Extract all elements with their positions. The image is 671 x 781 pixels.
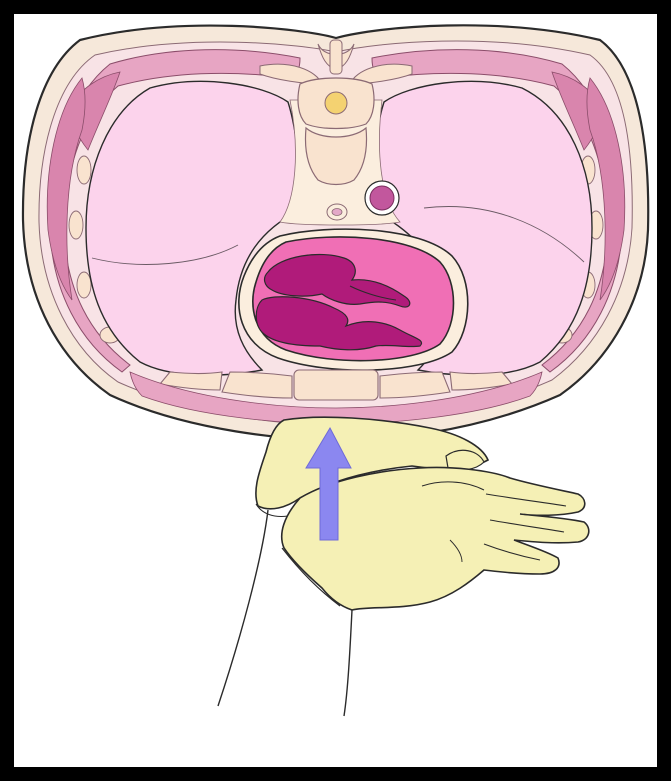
glove-hand — [218, 417, 589, 716]
aorta — [365, 181, 399, 215]
spinal-canal — [325, 92, 347, 114]
chest-cross-section — [23, 25, 648, 440]
esophagus — [327, 204, 347, 220]
forearm-line-left — [218, 510, 268, 706]
forearm-line-right — [344, 610, 352, 716]
